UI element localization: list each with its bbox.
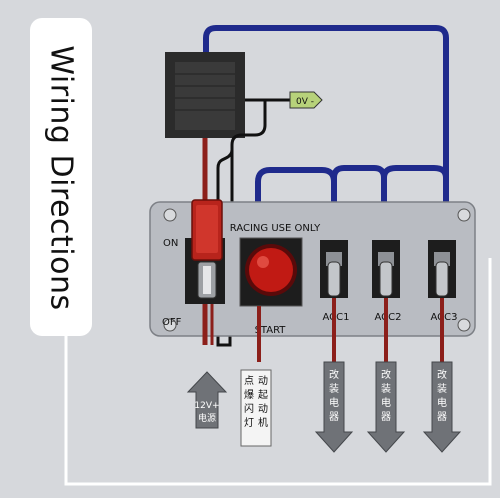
start-tag-char: 机	[258, 416, 268, 429]
screw-icon	[457, 318, 471, 332]
relay-to-switch-wire	[216, 145, 234, 347]
start-tag-char: 点	[244, 375, 254, 387]
racing-label: RACING USE ONLY	[230, 223, 321, 234]
start-tag-char: 动	[258, 375, 268, 387]
title-card	[30, 18, 92, 336]
acc3-tag-char: 器	[437, 411, 447, 423]
power-sub-label: 电源	[198, 412, 216, 424]
start-tag-char: 爆	[244, 389, 254, 401]
relay-box	[165, 52, 245, 138]
off-label: OFF	[162, 317, 182, 328]
acc3-toggle[interactable]	[428, 240, 456, 298]
acc1-tag-char: 改	[329, 368, 339, 381]
switch-panel	[149, 201, 476, 337]
on-label: ON	[163, 238, 178, 249]
ground-tag-label: 0V -	[296, 97, 314, 107]
acc2-toggle[interactable]	[372, 240, 400, 298]
start-output-tag	[240, 369, 272, 447]
acc2-tag-char: 改	[381, 368, 391, 381]
ground-branch-wire	[230, 100, 267, 215]
start-tag-char: 闪	[244, 402, 254, 415]
acc2-tag-char: 器	[381, 411, 391, 423]
ground-tag	[289, 91, 323, 109]
acc2-tag-char: 电	[381, 396, 391, 409]
acc1-toggle[interactable]	[320, 240, 348, 298]
acc2-output-arrow	[366, 361, 406, 453]
wire-jumpers	[255, 165, 449, 258]
acc1-output-arrow	[314, 361, 354, 453]
power-voltage-label: 12V+	[194, 401, 219, 411]
acc1-tag-char: 装	[329, 382, 339, 395]
acc3-tag-char: 装	[437, 382, 447, 395]
frame-line	[64, 258, 492, 486]
acc3-output-arrow	[422, 361, 462, 453]
power-input-arrow	[186, 371, 228, 429]
acc3-tag-char: 改	[437, 368, 447, 381]
acc1-tag-char: 器	[329, 411, 339, 423]
start-label: START	[255, 325, 287, 336]
acc3-tag-char: 电	[437, 396, 447, 409]
start-tag-char: 起	[258, 389, 268, 401]
wire-relay-to-acc3	[203, 25, 449, 258]
acc2-tag-char: 装	[381, 382, 391, 395]
start-tag-char: 灯	[244, 417, 254, 429]
ignition-switch[interactable]	[185, 199, 225, 304]
start-tag-char: 动	[258, 403, 268, 415]
acc1-tag-char: 电	[329, 396, 339, 409]
screw-icon	[163, 318, 177, 332]
screw-icon	[163, 208, 177, 222]
start-button[interactable]	[239, 237, 303, 307]
screw-icon	[457, 208, 471, 222]
